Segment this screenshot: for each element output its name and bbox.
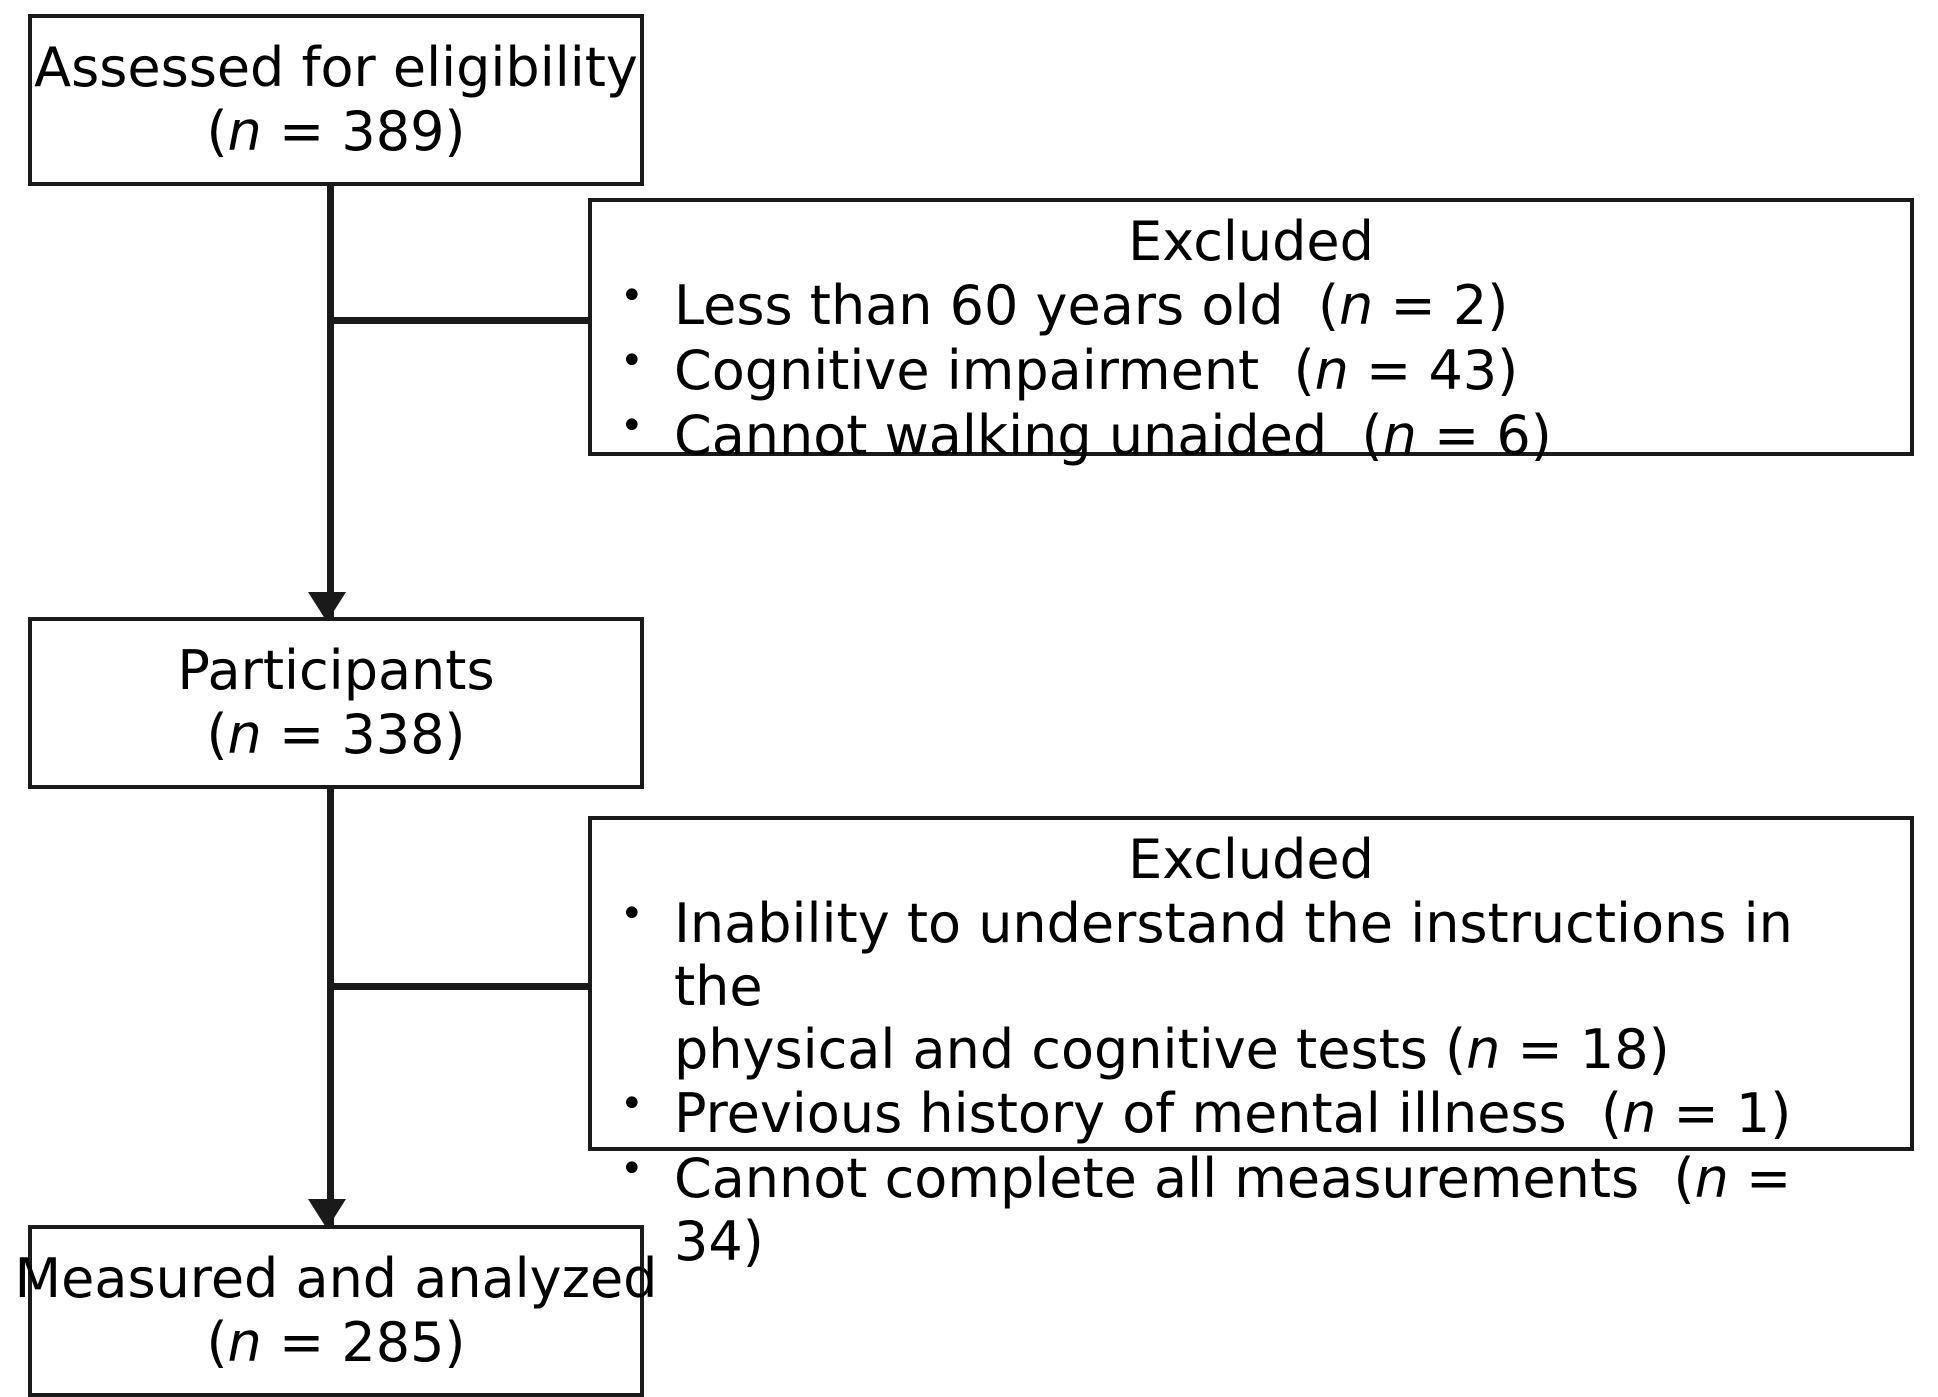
node-assessed-for-eligibility: Assessed for eligibility (n = 389) (28, 14, 644, 186)
excluded-2-item-2-text: Previous history of mental illness (674, 1082, 1567, 1146)
excluded-2-item-1-text: Inability to understand the instructions… (674, 892, 1793, 1081)
node-assessed-label: Assessed for eligibility (34, 36, 638, 100)
n-symbol: n (227, 100, 262, 163)
node-participants-count: (n = 338) (206, 703, 465, 767)
connector-horizontal-to-excluded-1 (327, 317, 592, 324)
count-value: = 338) (278, 703, 466, 766)
excluded-2-list: Inability to understand the instructions… (606, 891, 1896, 1275)
node-measured-and-analyzed: Measured and analyzed (n = 285) (15, 1225, 657, 1397)
excluded-1-item-2-count: (n = 43) (1276, 339, 1519, 403)
connector-horizontal-to-excluded-2 (327, 983, 592, 990)
excluded-1-item-3-count: (n = 6) (1344, 403, 1552, 467)
excluded-2-item-3: Cannot complete all measurements (n = 34… (606, 1146, 1896, 1273)
node-assessed-count: (n = 389) (206, 100, 465, 164)
paren-open: ( (206, 1311, 228, 1374)
excluded-2-item-1: Inability to understand the instructions… (606, 891, 1896, 1081)
connector-vertical-assessed-to-participants (327, 186, 334, 634)
excluded-2-item-2-count: (n = 1) (1583, 1082, 1792, 1146)
excluded-2-item-1-count: (n = 18) (1427, 1017, 1670, 1081)
excluded-1-item-1: Less than 60 years old (n = 2) (606, 273, 1896, 338)
paren-open: ( (206, 100, 228, 163)
excluded-1-list: Less than 60 years old (n = 2) Cognitive… (606, 273, 1896, 469)
excluded-1-item-1-text: Less than 60 years old (674, 274, 1284, 338)
node-excluded-2: Excluded Inability to understand the ins… (588, 816, 1914, 1272)
count-value: = 389) (278, 100, 466, 163)
connector-vertical-participants-to-analyzed (327, 789, 334, 1242)
node-participants-label: Participants (177, 639, 495, 703)
node-excluded-1: Excluded Less than 60 years old (n = 2) … (588, 198, 1914, 466)
excluded-2-title: Excluded (1128, 828, 1374, 891)
arrow-head-to-analyzed (308, 1199, 346, 1229)
node-participants: Participants (n = 338) (28, 617, 644, 789)
node-analyzed-count: (n = 285) (206, 1311, 465, 1375)
excluded-2-item-3-text: Cannot complete all measurements (674, 1146, 1640, 1210)
excluded-2-item-2: Previous history of mental illness (n = … (606, 1081, 1896, 1146)
excluded-1-title: Excluded (1128, 210, 1374, 273)
count-value: = 285) (278, 1311, 466, 1374)
n-symbol: n (227, 703, 262, 766)
excluded-2-item-3-count: (n = 34) (674, 1146, 1792, 1273)
excluded-1-item-1-count: (n = 2) (1300, 274, 1509, 338)
paren-open: ( (206, 703, 228, 766)
n-symbol: n (227, 1311, 262, 1374)
excluded-1-item-3-text: Cannot walking unaided (674, 403, 1328, 467)
excluded-1-item-2-text: Cognitive impairment (674, 339, 1260, 403)
excluded-1-item-3: Cannot walking unaided (n = 6) (606, 403, 1896, 468)
node-analyzed-label: Measured and analyzed (14, 1247, 658, 1311)
excluded-1-item-2: Cognitive impairment (n = 43) (606, 338, 1896, 403)
